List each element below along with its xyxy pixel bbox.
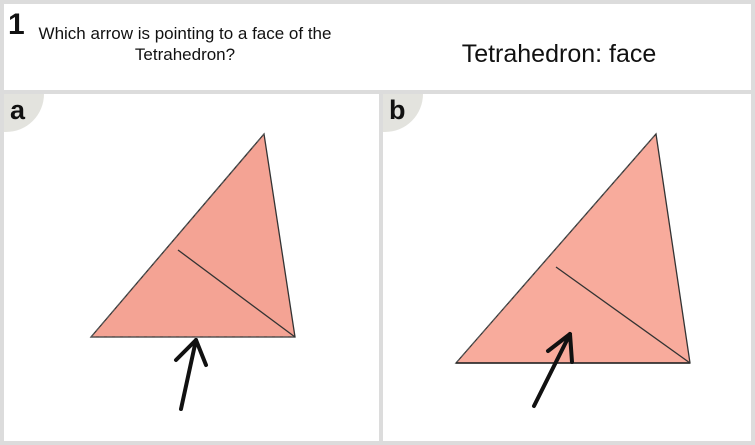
tetrahedron-b-diagram	[454, 132, 691, 408]
tetrahedron-a-faces	[89, 132, 296, 338]
option-b-label: b	[389, 95, 406, 125]
tetrahedron-b-hidden-edge	[455, 133, 657, 364]
arrow-b-icon	[532, 332, 574, 408]
question-number: 1	[8, 8, 25, 41]
question-text: Which arrow is pointing to a face of the…	[38, 24, 332, 64]
tetrahedron-b-front-edge	[555, 266, 691, 364]
option-a-label: a	[10, 95, 26, 125]
arrow-a-icon	[174, 338, 208, 411]
tetrahedron-a-diagram	[89, 132, 296, 411]
question-topic: Tetrahedron: face	[461, 40, 657, 68]
panel-divider	[379, 94, 383, 441]
question-header: 1 Which arrow is pointing to a face of t…	[4, 4, 751, 94]
tetrahedron-a-hidden-edge	[90, 133, 265, 338]
option-b-panel[interactable]: b	[383, 94, 751, 441]
option-a-panel[interactable]: a	[4, 94, 379, 441]
tetrahedron-a-front-edge	[177, 249, 296, 338]
tetrahedron-b-faces	[454, 132, 691, 364]
